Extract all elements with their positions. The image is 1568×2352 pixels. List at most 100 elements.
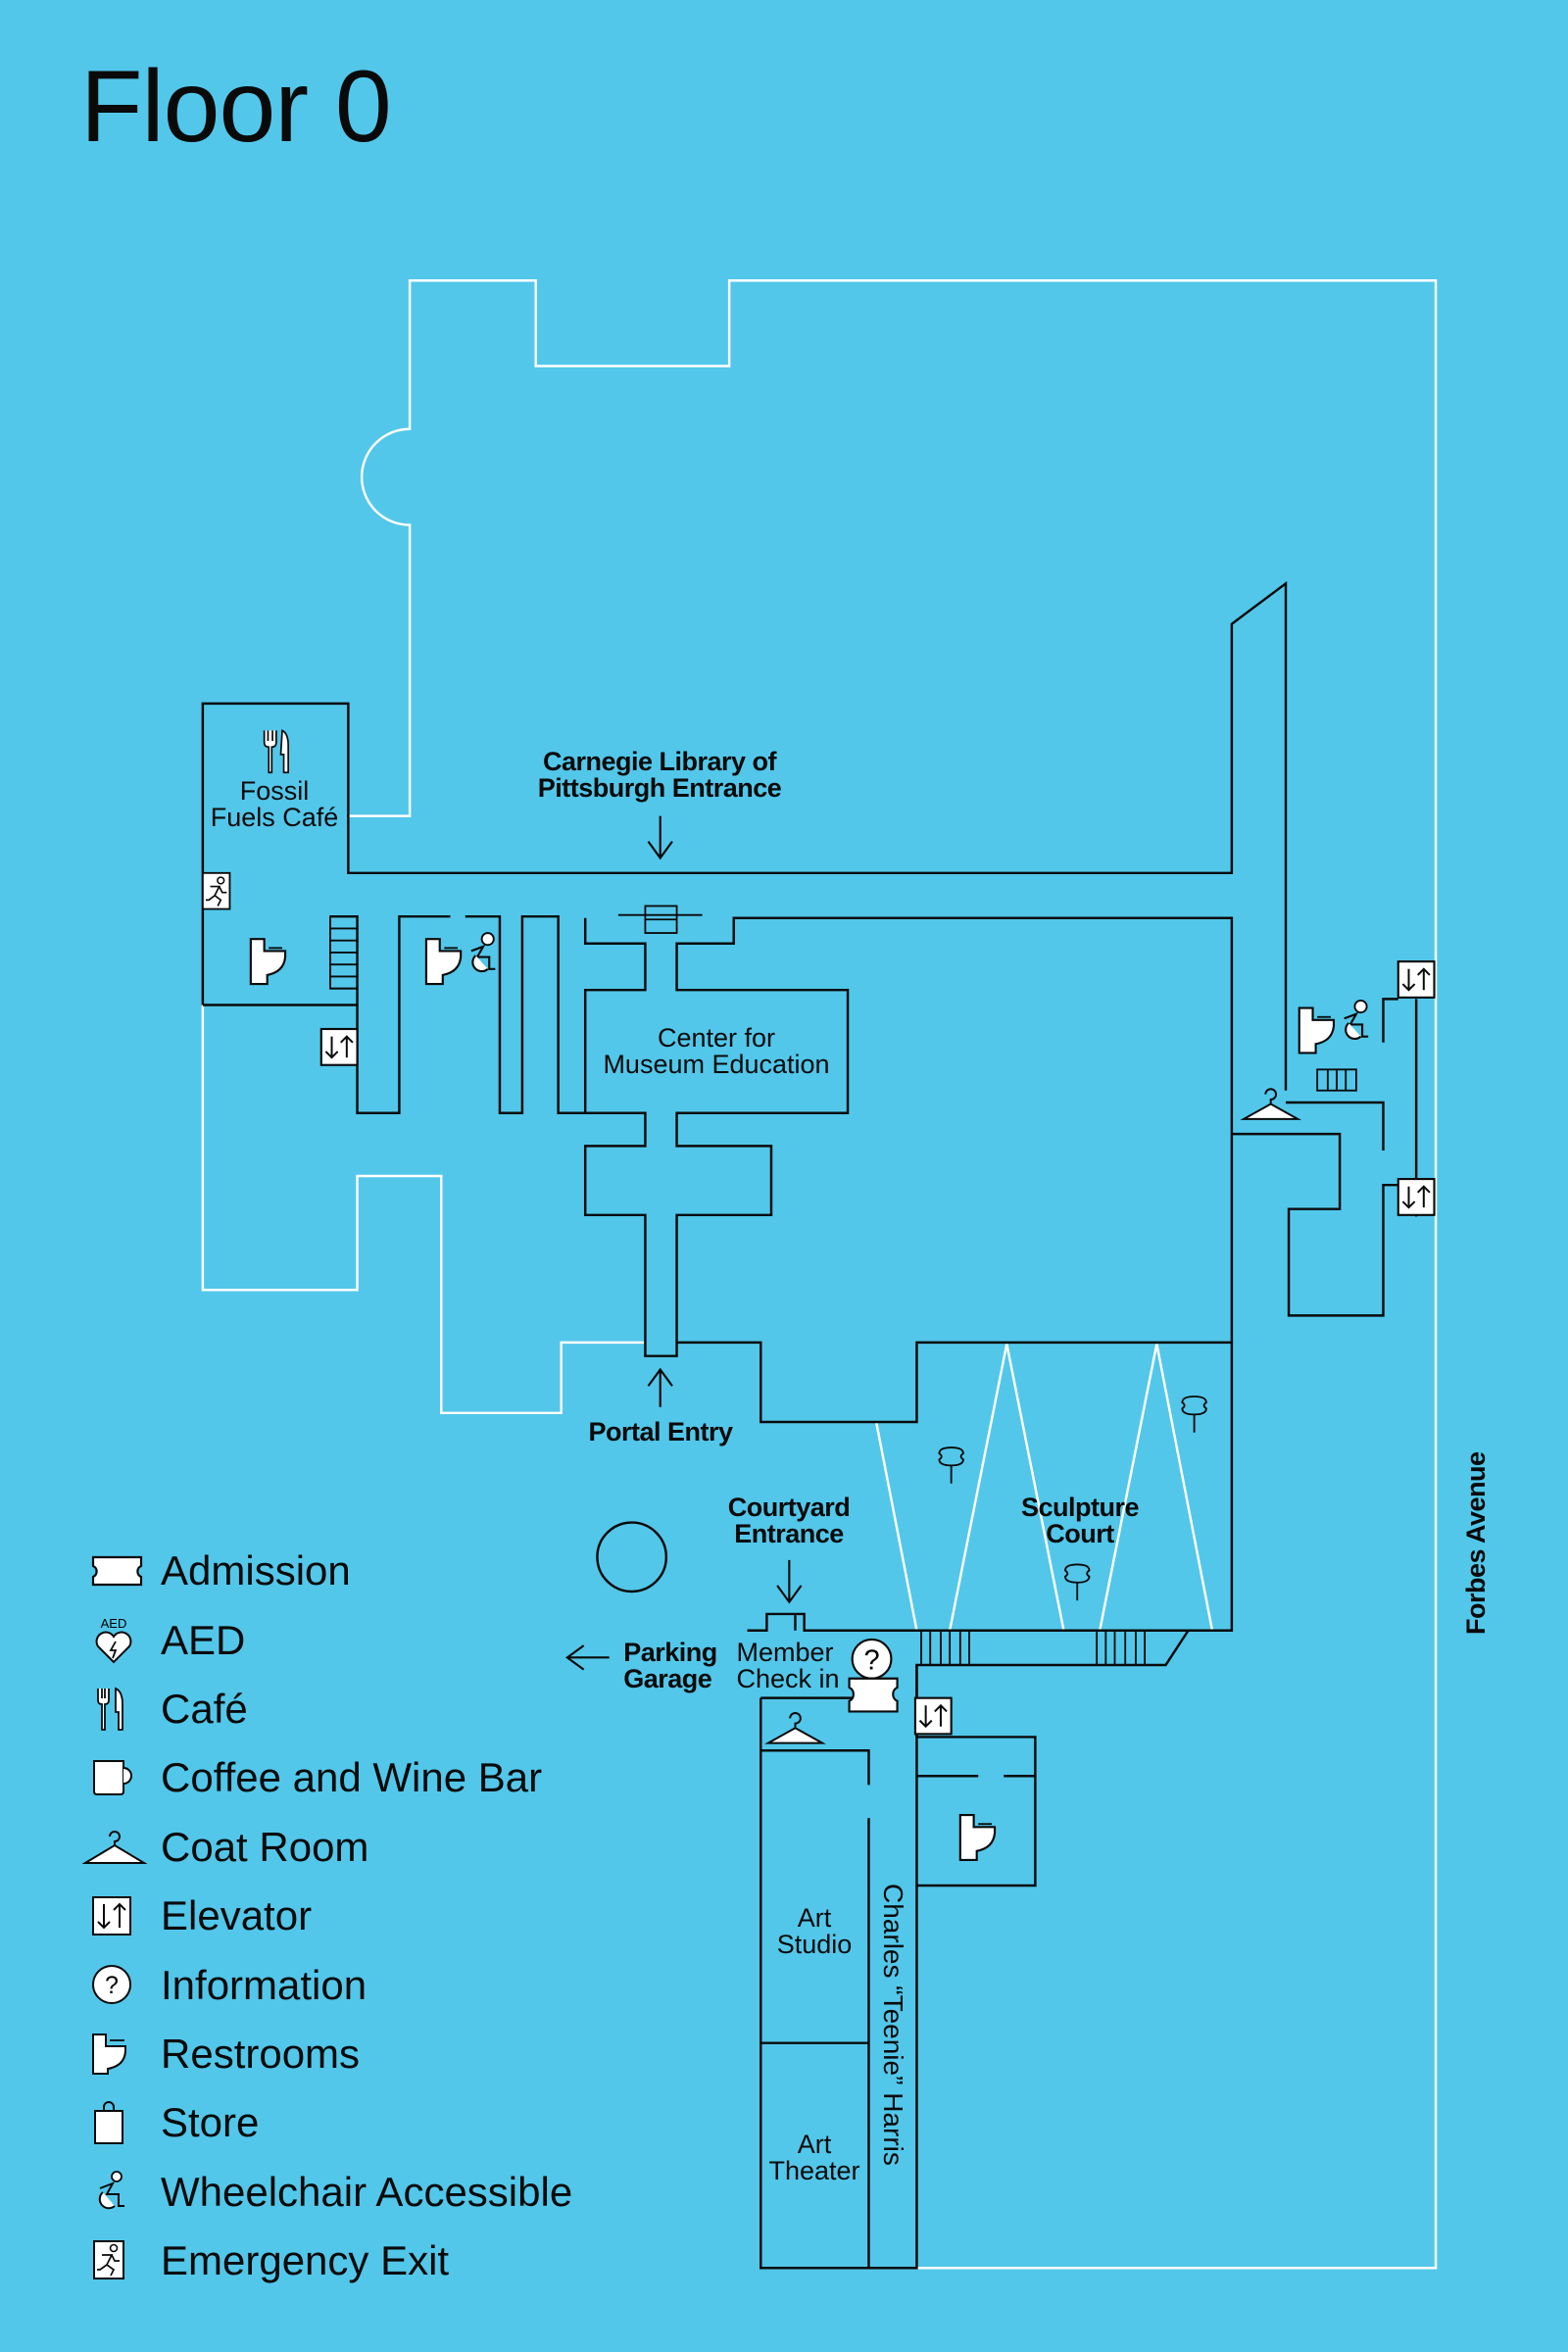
information-glyph: ? bbox=[863, 1645, 879, 1677]
library-corridor bbox=[583, 916, 1234, 1424]
fork-knife-icon bbox=[263, 729, 289, 774]
aed-heart-icon: AED bbox=[90, 1611, 161, 1670]
member-checkin-label: Member Check in bbox=[736, 1640, 839, 1692]
member-checkin-label-line: Member bbox=[736, 1638, 834, 1667]
legend-label: Elevator bbox=[161, 1892, 313, 1939]
art-theater-label-line: Art bbox=[797, 2130, 832, 2159]
store-bag-icon bbox=[90, 2093, 161, 2152]
sculpture-court-ray bbox=[1098, 1344, 1158, 1632]
portal-entry-label: Portal Entry bbox=[588, 1417, 733, 1446]
legend-item-wheelchair: Wheelchair Accessible bbox=[90, 2158, 572, 2227]
cafe-label: Fossil Fuels Café bbox=[211, 778, 339, 831]
legend-item-aed: AED AED bbox=[90, 1605, 572, 1674]
north-outline bbox=[348, 278, 1438, 2270]
sculpture-court-label-line: Sculpture bbox=[1020, 1493, 1140, 1522]
information-glyph: ? bbox=[105, 1972, 119, 1999]
elevator-icon bbox=[90, 1886, 161, 1945]
legend-item-coat-room: Coat Room bbox=[82, 1813, 572, 1882]
terrace-stair-east bbox=[1096, 1629, 1147, 1666]
interior-walls bbox=[201, 580, 1418, 2270]
sculpture-court-label-line: Court bbox=[1046, 1519, 1114, 1548]
courtyard-entrance-arrow bbox=[776, 1559, 803, 1604]
emergency-exit-icon bbox=[90, 2231, 161, 2290]
sculpture-court-ray bbox=[874, 1421, 918, 1632]
library-entrance-arrow bbox=[647, 815, 673, 860]
legend-item-restrooms: Restrooms bbox=[90, 2020, 572, 2088]
courtyard-entrance-label-line: Courtyard bbox=[727, 1493, 851, 1522]
legend-label: Store bbox=[161, 2099, 260, 2146]
library-entrance-label: Carnegie Library of Pittsburgh Entrance bbox=[538, 749, 782, 802]
portal-entry-arrow bbox=[647, 1367, 673, 1407]
art-studio-label: Art Studio bbox=[777, 1905, 853, 1958]
legend-label: Coat Room bbox=[161, 1823, 369, 1870]
sculpture-court-label: Sculpture Court bbox=[1020, 1493, 1140, 1548]
west-outline bbox=[201, 1004, 646, 1415]
legend-item-elevator: Elevator bbox=[90, 1882, 572, 1950]
parking-garage-label[interactable]: Parking Garage bbox=[623, 1640, 717, 1692]
tree-icon bbox=[1181, 1396, 1207, 1434]
sculpture-court-ray bbox=[1155, 1344, 1214, 1632]
elevator-icon bbox=[319, 1027, 359, 1066]
legend-item-cafe: Café bbox=[90, 1675, 572, 1743]
parking-garage-label-line: Garage bbox=[623, 1664, 712, 1693]
emergency-exit-icon bbox=[201, 871, 231, 910]
member-checkin-label-line: Check in bbox=[736, 1664, 840, 1693]
sculpture-court-ray bbox=[1005, 1344, 1065, 1632]
elevator-icon bbox=[1396, 1177, 1436, 1216]
restroom-icon bbox=[1298, 1006, 1336, 1054]
courtyard-entrance-label: Courtyard Entrance bbox=[728, 1494, 851, 1547]
restroom-icon bbox=[249, 938, 287, 986]
restroom-icon bbox=[958, 1813, 997, 1862]
information-icon: ? bbox=[90, 1956, 161, 2015]
stair-column bbox=[329, 914, 586, 1114]
terrace-stair-east-treads bbox=[1104, 1630, 1137, 1665]
terrace-stair-west-treads bbox=[929, 1630, 961, 1665]
forbes-avenue-label: Forbes Avenue bbox=[1461, 1451, 1491, 1635]
legend-label: AED bbox=[161, 1616, 246, 1663]
restroom-icon bbox=[424, 938, 463, 986]
south-wing bbox=[760, 1664, 1037, 2270]
art-theater-label-line: Theater bbox=[768, 2156, 860, 2185]
legend-label: Admission bbox=[161, 1547, 351, 1594]
parking-arrow bbox=[565, 1644, 610, 1671]
art-studio-label-line: Studio bbox=[776, 1930, 853, 1959]
coat-hanger-icon bbox=[1243, 1088, 1299, 1120]
courtyard-entrance-label-line: Entrance bbox=[734, 1519, 844, 1548]
legend-label: Information bbox=[161, 1961, 368, 2008]
wheelchair-icon bbox=[1343, 999, 1370, 1041]
east-stair-treads bbox=[1326, 1069, 1348, 1091]
coat-hanger-icon bbox=[82, 1818, 161, 1877]
parking-garage-label-line: Parking bbox=[623, 1638, 717, 1667]
arrows bbox=[565, 815, 803, 1671]
library-entrance-label-line: Carnegie Library of bbox=[542, 747, 777, 776]
admission-ticket-icon bbox=[90, 1542, 161, 1600]
wheelchair-icon bbox=[469, 931, 497, 973]
legend-item-store: Store bbox=[90, 2088, 572, 2157]
legend-item-information: ? Information bbox=[90, 1950, 572, 2019]
library-entrance-label-line: Pittsburgh Entrance bbox=[537, 773, 782, 803]
elevator-icon bbox=[1396, 960, 1436, 999]
information-icon: ? bbox=[851, 1638, 893, 1680]
west-stair-treads bbox=[329, 927, 358, 990]
legend-label: Coffee and Wine Bar bbox=[161, 1754, 543, 1801]
courtyard-fountain bbox=[596, 1521, 668, 1593]
tree-icon bbox=[938, 1446, 964, 1485]
aed-icon-text: AED bbox=[101, 1616, 127, 1631]
legend-label: Restrooms bbox=[161, 2030, 361, 2077]
legend-label: Emergency Exit bbox=[161, 2237, 450, 2284]
courtyard-terrace bbox=[747, 1612, 1191, 1738]
building-outline-white bbox=[201, 278, 1438, 2270]
art-theater-label: Art Theater bbox=[768, 2132, 859, 2184]
education-center-label-line: Center for bbox=[657, 1023, 776, 1053]
cafe-label-line: Fuels Café bbox=[210, 803, 339, 832]
wheelchair-icon bbox=[90, 2163, 161, 2222]
sculpture-court-ray bbox=[948, 1344, 1008, 1632]
fork-knife-icon bbox=[90, 1680, 161, 1739]
education-center-label: Center for Museum Education bbox=[603, 1025, 829, 1078]
coat-hanger-icon bbox=[766, 1711, 824, 1744]
art-studio-label-line: Art bbox=[797, 1903, 832, 1933]
elevator-icon bbox=[913, 1696, 953, 1736]
education-center-label-line: Museum Education bbox=[603, 1050, 830, 1079]
page-title: Floor 0 bbox=[80, 50, 392, 164]
